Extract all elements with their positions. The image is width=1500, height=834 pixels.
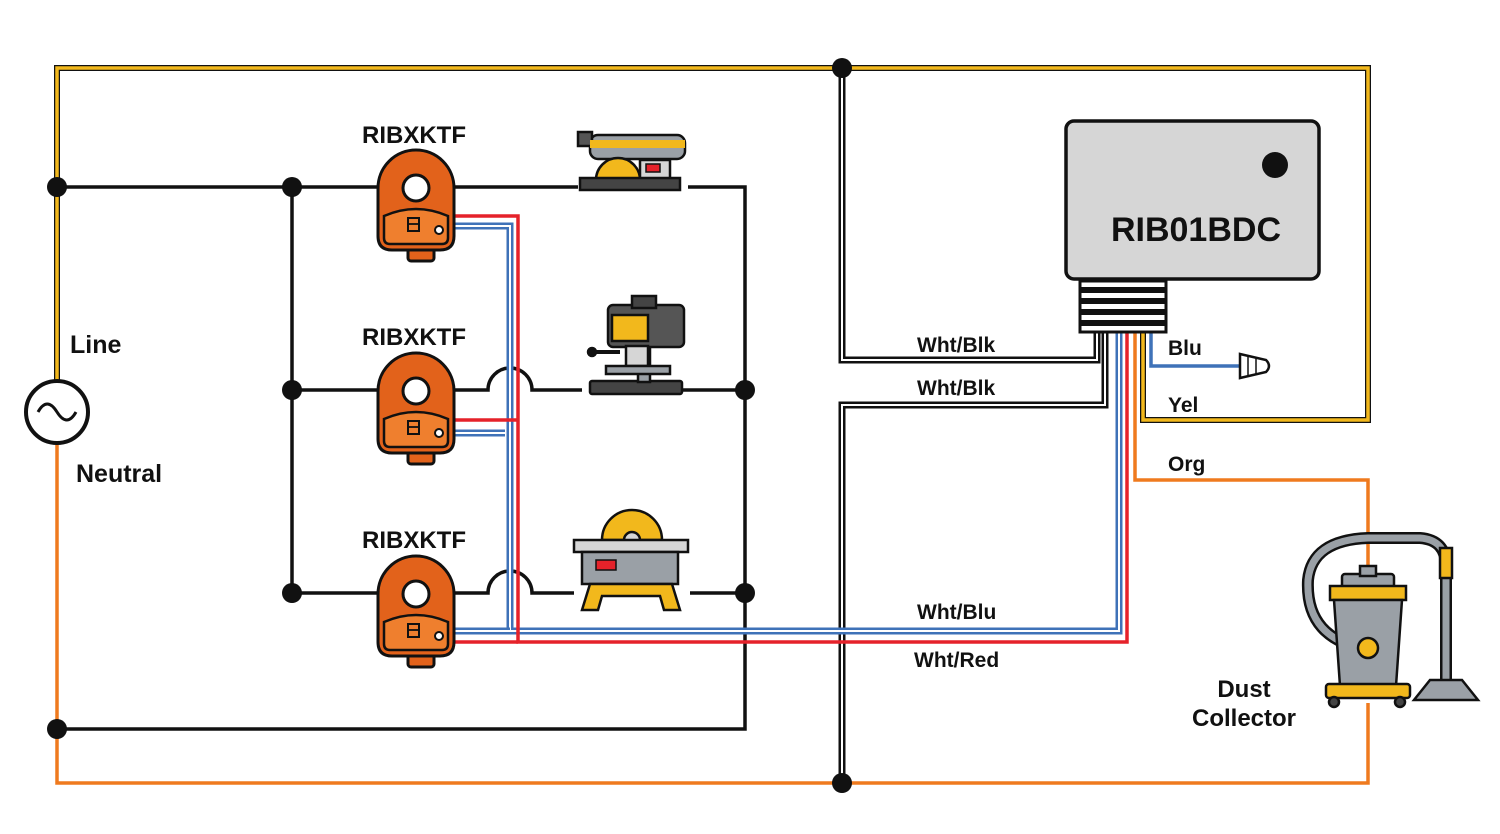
wire-label-wht-blk-2: Wht/Blk [917,377,995,400]
junction-dots [47,58,852,793]
controller-label: RIB01BDC [1111,211,1281,249]
wire-label-org: Org [1168,453,1205,476]
sensor-label: RIBXKTF [362,324,466,351]
sensor-label: RIBXKTF [362,527,466,554]
wire-label-wht-red: Wht/Red [914,649,999,672]
line-wire [54,65,1371,423]
shop-vacuum-icon [1301,532,1481,709]
line-label: Line [70,331,121,359]
wire-nut-icon [1238,352,1271,380]
wire-label-blu: Blu [1168,337,1202,360]
wht-blk-wire-2 [838,330,1109,783]
wht-blk-wire-1 [838,68,1101,364]
dust-collector-label-line1: Dust [1217,676,1270,703]
wire-label-wht-blu: Wht/Blu [917,601,996,624]
current-sensor-2: RIBXKTF [362,324,466,466]
sensor-signal-cables [455,214,1129,644]
current-sensor-3: RIBXKTF [362,527,466,669]
wire-label-wht-blk-1: Wht/Blk [917,334,995,357]
belt-sander-icon [576,130,687,192]
sensor-label: RIBXKTF [362,122,466,149]
neutral-label: Neutral [76,460,162,488]
rib01bdc-controller: RIB01BDC [1064,119,1321,334]
threaded-nipple [1078,279,1168,334]
drill-press-icon [586,294,686,396]
blu-lead [1149,330,1271,380]
ac-source-icon [24,379,90,445]
wire-label-yel: Yel [1168,394,1198,417]
dust-collector-label-line2: Collector [1192,705,1296,732]
current-sensor-1: RIBXKTF [362,122,466,263]
table-saw-icon [572,508,690,612]
